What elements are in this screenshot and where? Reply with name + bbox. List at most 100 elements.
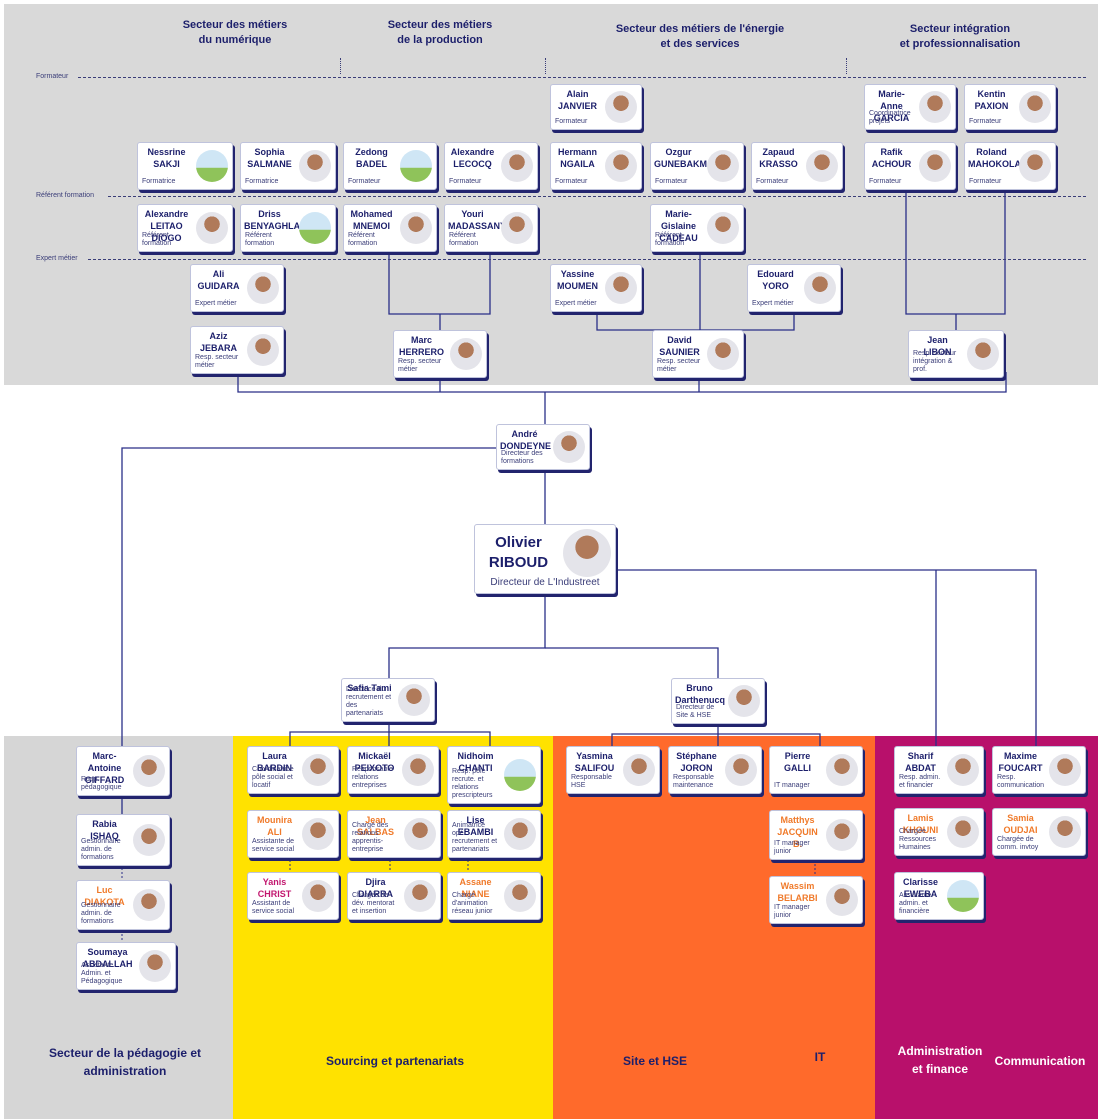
avatar — [826, 884, 858, 916]
avatar — [1049, 754, 1081, 786]
avatar — [826, 754, 858, 786]
avatar — [967, 338, 999, 370]
avatar — [947, 880, 979, 912]
section-label-it: IT — [814, 1050, 826, 1064]
avatar — [299, 150, 331, 182]
avatar — [398, 684, 430, 716]
avatar — [804, 272, 836, 304]
avatar — [133, 824, 165, 856]
avatar — [725, 754, 757, 786]
avatar — [504, 818, 536, 850]
avatar — [299, 212, 331, 244]
sector-integration-heading: Secteur intégration et professionnalisat… — [899, 23, 1021, 50]
row-divider — [108, 196, 1086, 197]
avatar — [302, 880, 334, 912]
avatar — [623, 754, 655, 786]
avatar — [302, 754, 334, 786]
avatar — [404, 818, 436, 850]
avatar — [501, 212, 533, 244]
avatar — [302, 818, 334, 850]
avatar — [133, 755, 165, 787]
sector-production-heading: Secteur des métiers de la production — [387, 19, 493, 46]
avatar — [1049, 816, 1081, 848]
sector-divider — [545, 58, 546, 74]
avatar — [504, 759, 536, 791]
avatar — [563, 529, 611, 577]
row-label-formateur: Formateur — [36, 73, 69, 80]
row-label-expert: Expert métier — [36, 255, 78, 262]
avatar — [553, 431, 585, 463]
avatar — [400, 212, 432, 244]
avatar — [247, 334, 279, 366]
avatar — [826, 819, 858, 851]
avatar — [501, 150, 533, 182]
avatar — [947, 816, 979, 848]
sector-divider — [340, 58, 341, 74]
avatar — [247, 272, 279, 304]
avatar — [806, 150, 838, 182]
section-label-admin: Administration et finance — [897, 1044, 983, 1076]
row-divider — [78, 77, 1086, 78]
band-site-it — [553, 736, 875, 1119]
avatar — [707, 338, 739, 370]
sector-energie-heading: Secteur des métiers de l'énergie et des … — [615, 23, 785, 50]
avatar — [402, 754, 434, 786]
avatar — [707, 212, 739, 244]
section-label-pedagogie: Secteur de la pédagogie et administratio… — [48, 1046, 202, 1078]
avatar — [1019, 91, 1051, 123]
avatar — [605, 272, 637, 304]
avatar — [404, 880, 436, 912]
sector-numerique-heading: Secteur des métiers du numérique — [182, 19, 288, 46]
top-band — [4, 4, 1098, 385]
avatar — [919, 150, 951, 182]
avatar — [196, 150, 228, 182]
avatar — [605, 91, 637, 123]
avatar — [707, 150, 739, 182]
avatar — [1019, 150, 1051, 182]
avatar — [400, 150, 432, 182]
avatar — [919, 91, 951, 123]
sector-divider — [846, 58, 847, 74]
avatar — [605, 150, 637, 182]
avatar — [133, 889, 165, 921]
